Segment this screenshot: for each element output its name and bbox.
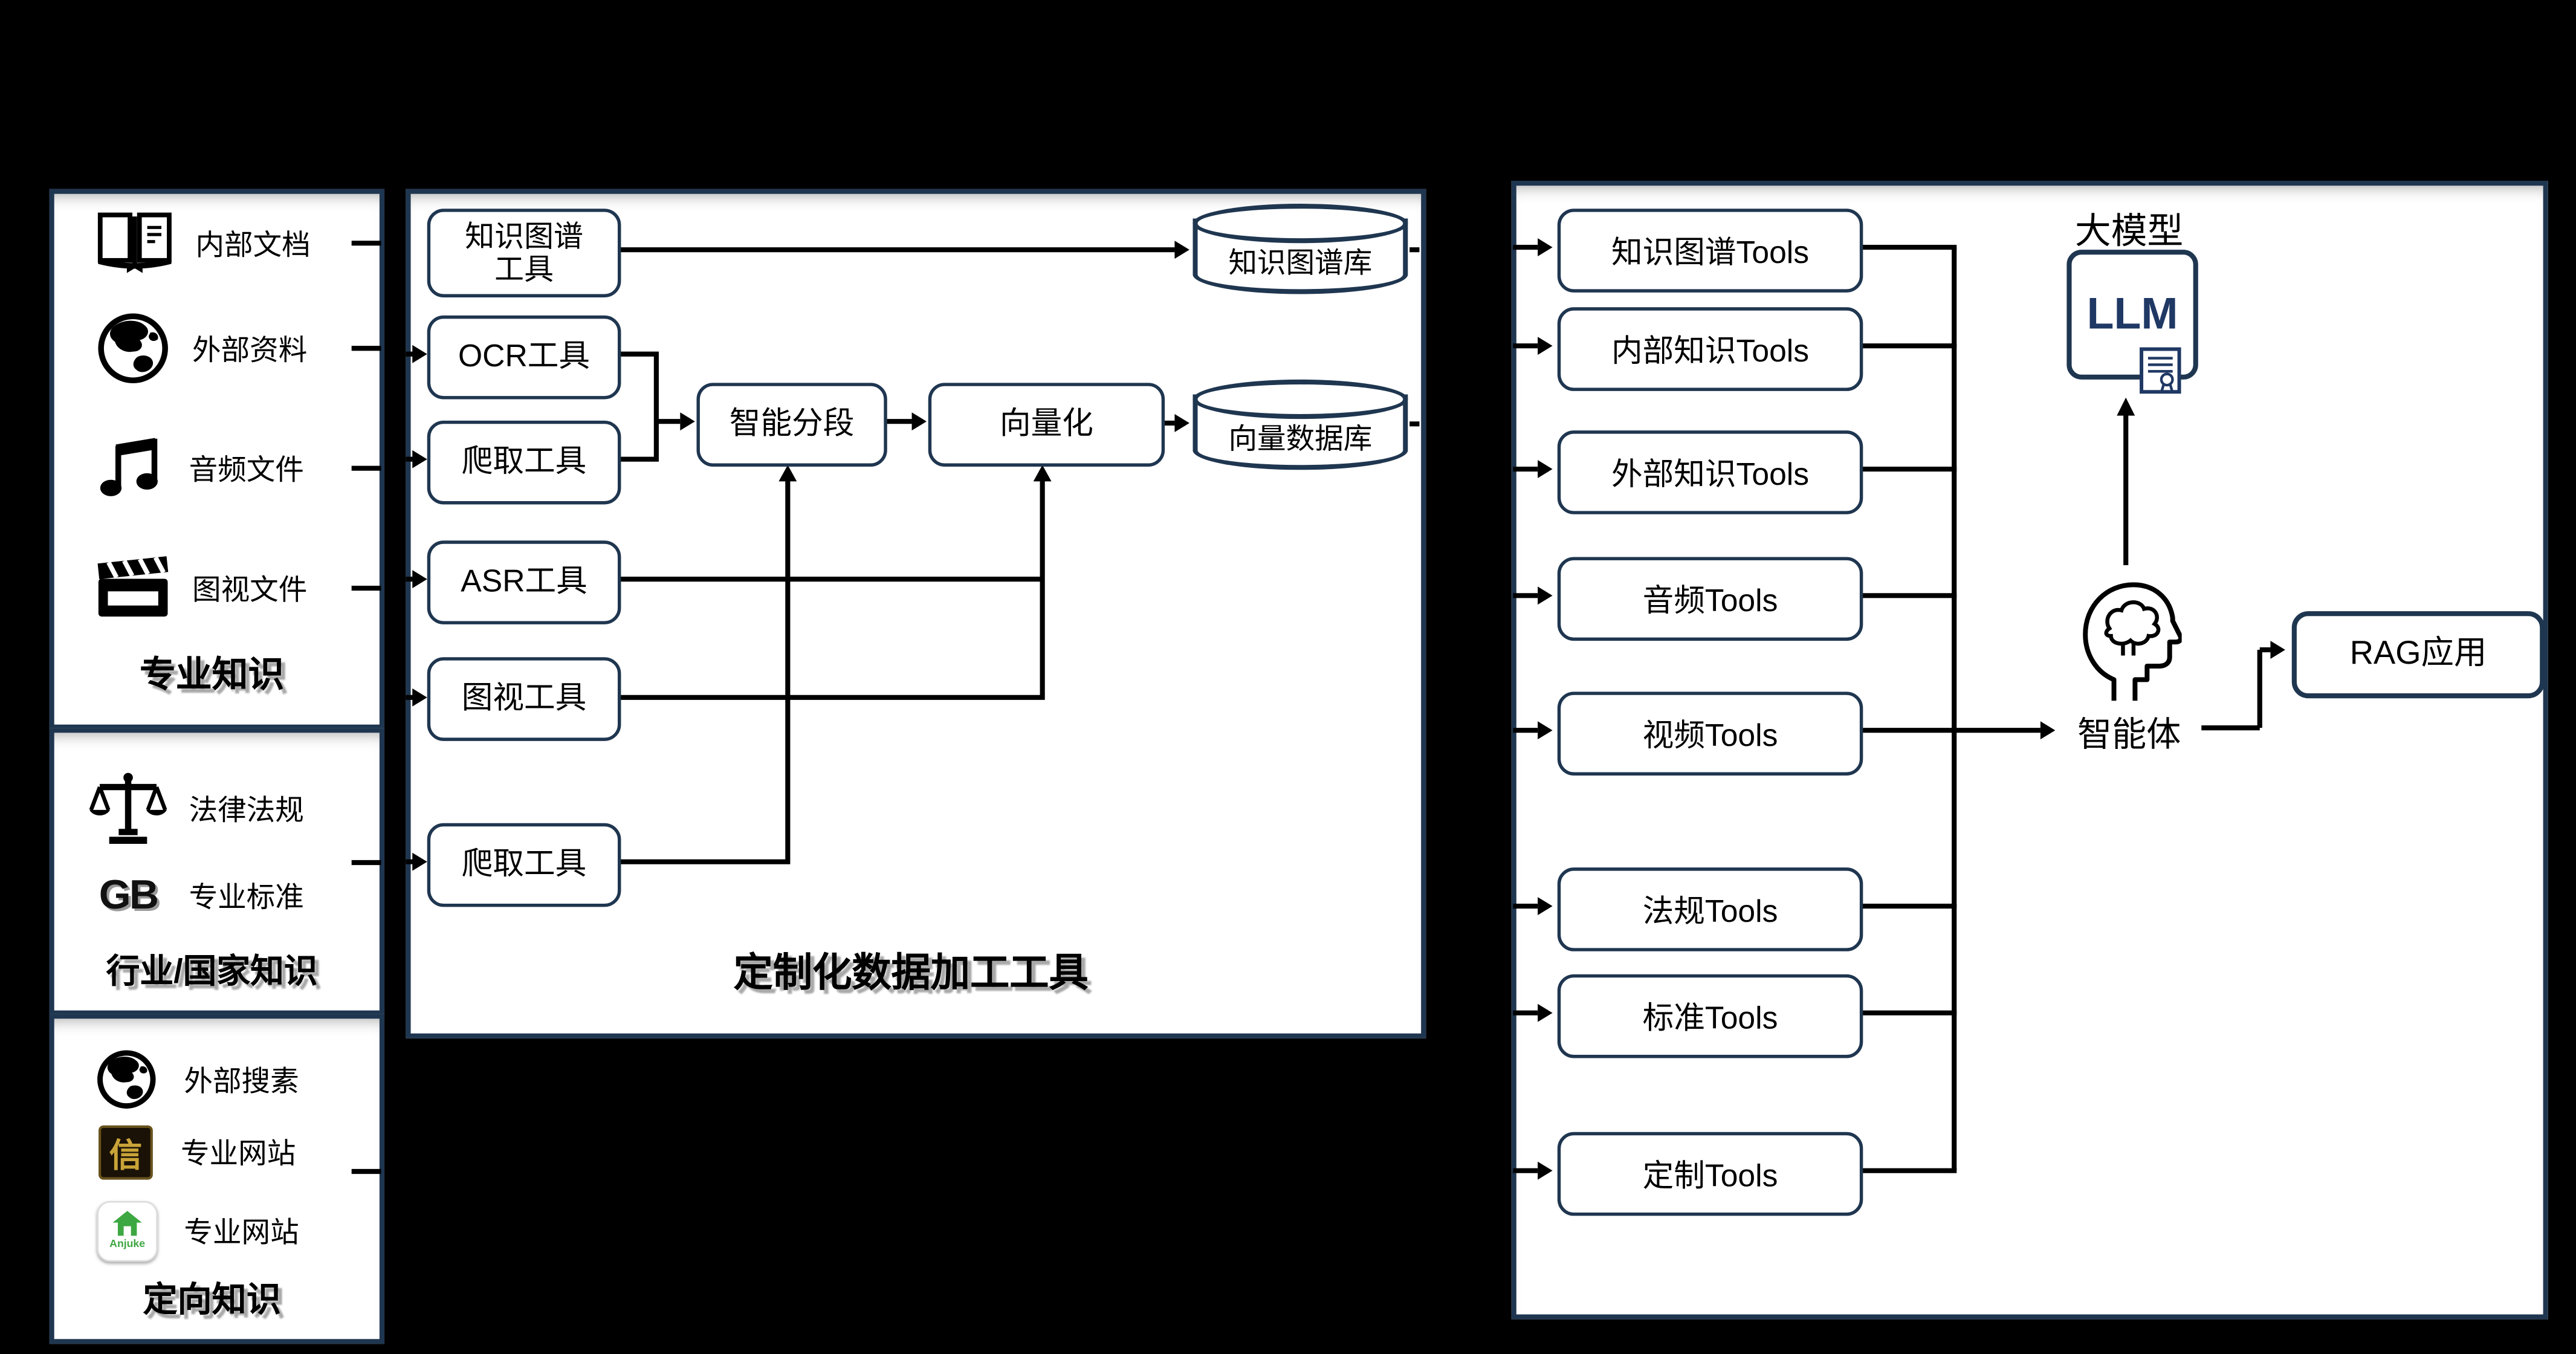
cylinder-top bbox=[1193, 379, 1408, 419]
list-item-internal-docs: 内部文档 bbox=[95, 202, 311, 284]
list-item-external-materials: 外部资料 bbox=[95, 307, 308, 389]
box-standard-tools: 标准Tools bbox=[1557, 974, 1863, 1058]
list-item-visual-files: 图视文件 bbox=[95, 547, 308, 629]
crawl-bottom-to-segment-line bbox=[616, 479, 791, 864]
scales-icon bbox=[89, 769, 167, 847]
section-title-professional-knowledge: 专业知识 bbox=[139, 653, 285, 695]
music-note-icon bbox=[95, 432, 168, 505]
arrowheads bbox=[412, 238, 2285, 1180]
anjuke-label: Anjuke bbox=[109, 1239, 146, 1251]
box-knowledge-graph-tool: 知识图谱 工具 bbox=[427, 209, 621, 297]
cylinder-label: 向量数据库 bbox=[1228, 422, 1373, 455]
panel-industry-national-knowledge bbox=[49, 728, 385, 1015]
cylinder-knowledge-graph-db: 知识图谱库 bbox=[1193, 204, 1408, 294]
box-label-line1: 知识图谱 bbox=[465, 219, 583, 253]
box-regulation-tools: 法规Tools bbox=[1557, 867, 1863, 951]
certificate-icon bbox=[2139, 347, 2182, 403]
house-icon bbox=[112, 1211, 142, 1236]
list-item-label: 专业网站 bbox=[180, 1136, 296, 1169]
list-item-label: 法律法规 bbox=[189, 792, 304, 826]
llm-caption: 大模型 bbox=[2074, 210, 2184, 251]
list-item-label: 专业标准 bbox=[189, 879, 304, 913]
list-item-label: 内部文档 bbox=[195, 227, 311, 261]
box-smart-segmentation: 智能分段 bbox=[696, 383, 887, 467]
globe-icon bbox=[95, 1048, 158, 1110]
xin-badge-icon: 信 bbox=[99, 1124, 153, 1179]
brain-head-icon bbox=[2073, 572, 2184, 711]
section-title-industry-national-knowledge: 行业/国家知识 bbox=[106, 953, 318, 991]
gb-standard-icon: GB bbox=[99, 871, 159, 918]
cylinder-vector-db: 向量数据库 bbox=[1193, 379, 1408, 470]
box-ocr-tool: OCR工具 bbox=[427, 315, 621, 400]
panel-professional-knowledge bbox=[49, 189, 385, 730]
box-video-tools: 视频Tools bbox=[1557, 692, 1863, 776]
tools-output-lines bbox=[1858, 244, 1957, 1173]
cylinder-label: 知识图谱库 bbox=[1228, 246, 1373, 280]
ocr-crawl-merge-lines bbox=[616, 351, 681, 462]
list-item-label: 外部资料 bbox=[192, 332, 308, 366]
tools-input-shafts bbox=[1513, 244, 1538, 1173]
list-item-label: 图视文件 bbox=[192, 572, 308, 606]
list-item-professional-website-anjuke: Anjuke 专业网站 bbox=[97, 1194, 299, 1267]
book-icon bbox=[95, 209, 174, 277]
clapperboard-icon bbox=[95, 556, 171, 621]
box-label-line2: 工具 bbox=[494, 253, 554, 286]
list-item-external-search: 外部搜素 bbox=[95, 1043, 299, 1116]
list-item-label: 音频文件 bbox=[189, 452, 304, 486]
globe-icon bbox=[95, 311, 171, 386]
list-item-professional-standards: GB 专业标准 bbox=[89, 856, 304, 935]
box-asr-tool: ASR工具 bbox=[427, 540, 621, 624]
list-item-label: 专业网站 bbox=[184, 1215, 299, 1248]
agent-label: 智能体 bbox=[2077, 716, 2181, 754]
agent-to-rag-line bbox=[2201, 647, 2271, 731]
middle-panel-title: 定制化数据加工工具 bbox=[733, 951, 1089, 996]
asr-visual-to-vectorize-lines bbox=[616, 479, 1045, 700]
list-item-audio-files: 音频文件 bbox=[95, 427, 304, 510]
middle-panel-input-shafts bbox=[406, 351, 414, 864]
box-rag-application: RAG应用 bbox=[2291, 611, 2545, 699]
anjuke-icon: Anjuke bbox=[97, 1200, 158, 1262]
box-crawl-tool-bottom: 爬取工具 bbox=[427, 823, 621, 907]
left-panel-output-stubs bbox=[351, 241, 381, 1174]
section-title-targeted-knowledge: 定向知识 bbox=[143, 1281, 281, 1320]
box-internal-knowledge-tools: 内部知识Tools bbox=[1557, 307, 1863, 391]
list-item-laws-regulations: 法律法规 bbox=[89, 767, 304, 849]
box-external-knowledge-tools: 外部知识Tools bbox=[1557, 430, 1863, 514]
list-item-professional-website-xin: 信 专业网站 bbox=[99, 1116, 296, 1188]
box-knowledge-graph-tools: 知识图谱Tools bbox=[1557, 209, 1863, 293]
box-vectorization: 向量化 bbox=[928, 383, 1165, 467]
box-crawl-tool-top: 爬取工具 bbox=[427, 420, 621, 505]
list-item-label: 外部搜素 bbox=[184, 1063, 299, 1097]
box-custom-tools: 定制Tools bbox=[1557, 1132, 1863, 1216]
box-audio-tools: 音频Tools bbox=[1557, 557, 1863, 641]
connector-lines bbox=[351, 241, 2271, 1174]
cylinder-output-stubs bbox=[1409, 247, 1420, 427]
box-visual-tool: 图视工具 bbox=[427, 657, 621, 741]
cylinder-top bbox=[1193, 204, 1408, 244]
